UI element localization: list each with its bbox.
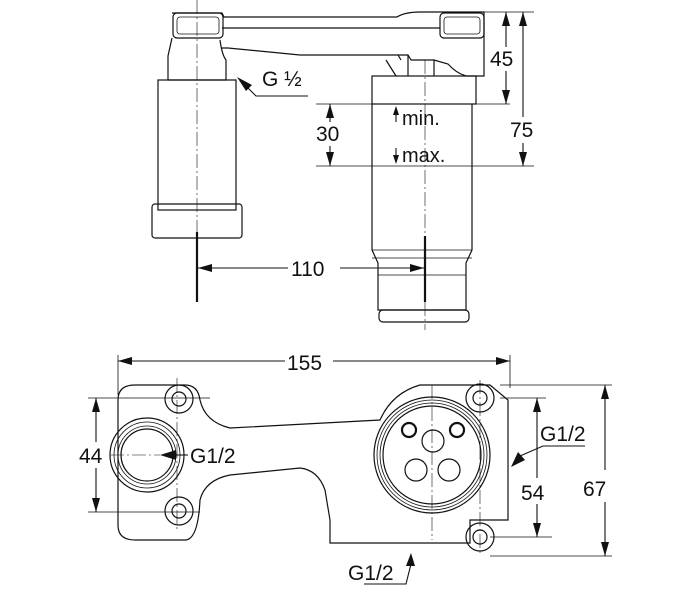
dim-110-label: 110 <box>291 258 324 281</box>
dim-30-label: 30 <box>316 123 339 146</box>
body-outline <box>117 384 509 544</box>
dim-155-label: 155 <box>287 352 322 375</box>
dim-45-label: 45 <box>490 48 513 71</box>
min-arrow <box>393 106 399 115</box>
dim-54-label: 54 <box>521 482 545 505</box>
thread-label-left: G1/2 <box>190 445 236 468</box>
port-hole-5 <box>437 458 461 482</box>
right-housing-top <box>371 75 477 105</box>
mount-hole-top-left <box>164 384 194 414</box>
arrow-head <box>237 77 252 91</box>
mount-hole-bottom-left <box>164 496 194 526</box>
dim-67-label: 67 <box>583 478 606 501</box>
port-hole-3 <box>421 429 445 453</box>
side-elevation: G ½ 45 75 30 min. max. <box>151 0 542 330</box>
thread-leader <box>245 85 308 97</box>
max-arrow <box>393 155 399 164</box>
min-label: min. <box>402 108 440 130</box>
thread-label-bottom: G1/2 <box>348 562 394 585</box>
right-cylinder <box>371 104 473 311</box>
port-hole-4 <box>404 458 428 482</box>
right-knob <box>439 12 485 39</box>
left-knob <box>172 12 224 39</box>
dim-44-label: 44 <box>79 445 103 468</box>
port-hole-1 <box>400 421 418 439</box>
thread-label-right: G1/2 <box>540 423 586 446</box>
port-hole-2 <box>448 421 466 439</box>
dim-75-label: 75 <box>510 119 533 142</box>
max-label: max. <box>402 145 445 167</box>
thread-label-top: G ½ <box>262 68 302 91</box>
plan-view: 155 44 G1/2 54 G1/2 67 G1/2 <box>79 352 612 585</box>
